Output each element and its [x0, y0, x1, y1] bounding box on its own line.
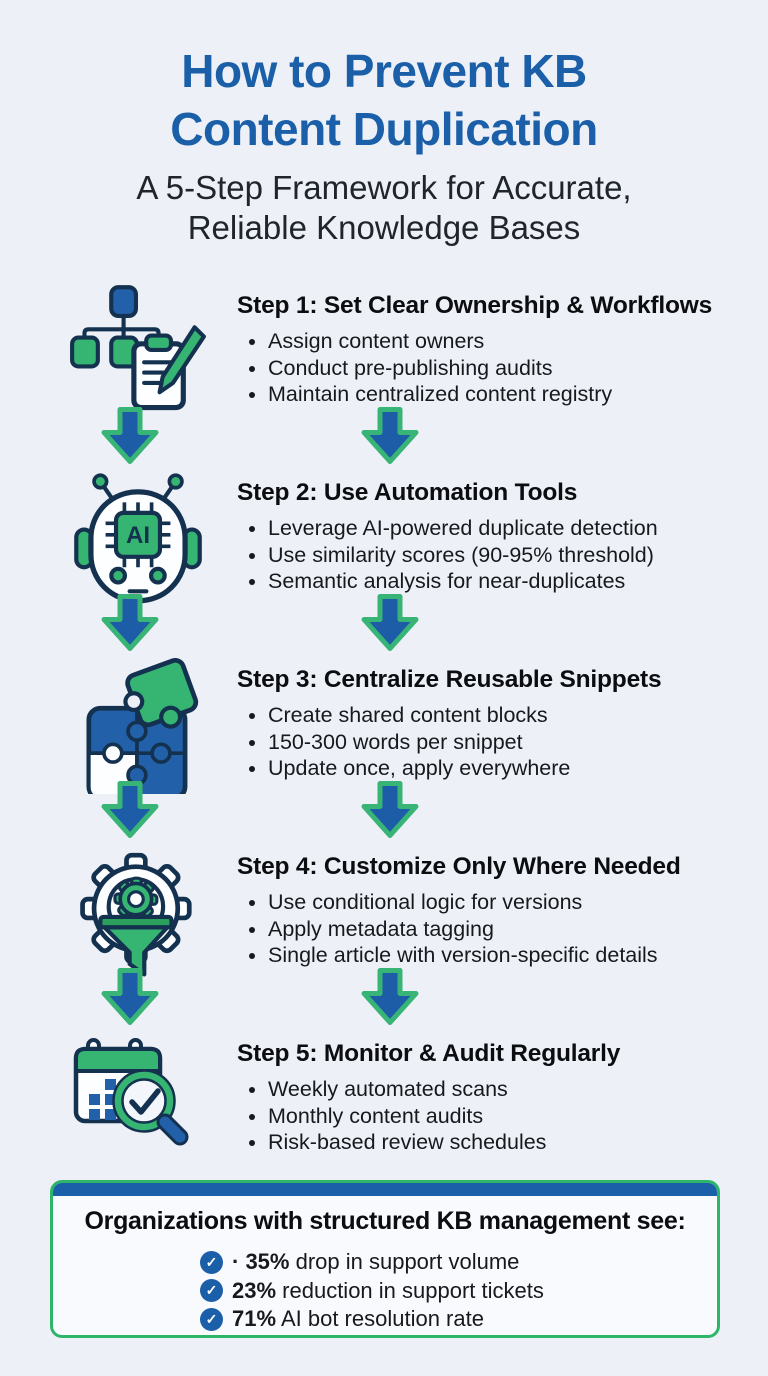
check-circle-icon: ✓: [200, 1307, 223, 1331]
step-content-4: Step 4: Customize Only Where Needed Use …: [237, 853, 752, 969]
ai-robot-icon: AI: [68, 471, 208, 607]
title-line-2: Content Duplication: [170, 103, 598, 155]
arrow-row-1: [0, 407, 768, 465]
step-bullet: Conduct pre-publishing audits: [268, 355, 752, 382]
down-arrow-icon: [361, 407, 419, 464]
down-arrow-icon: [361, 968, 419, 1025]
step-bullet: Apply metadata tagging: [268, 916, 752, 943]
step-bullets-4: Use conditional logic for versions Apply…: [237, 889, 752, 969]
step-bullet: Monthly content audits: [268, 1103, 752, 1130]
step-title-4: Step 4: Customize Only Where Needed: [237, 853, 681, 880]
stat-value: · 35%: [232, 1249, 290, 1275]
step-bullet: Assign content owners: [268, 328, 752, 355]
step-bullet: Semantic analysis for near-duplicates: [268, 568, 752, 595]
down-arrow-icon: [361, 781, 419, 838]
step-content-5: Step 5: Monitor & Audit Regularly Weekly…: [237, 1040, 752, 1156]
step-title-5: Step 5: Monitor & Audit Regularly: [237, 1040, 621, 1067]
step-row-5: Step 5: Monitor & Audit Regularly Weekly…: [0, 1038, 768, 1190]
step-bullet: Weekly automated scans: [268, 1076, 752, 1103]
step-title-3: Step 3: Centralize Reusable Snippets: [237, 666, 662, 693]
step-bullet: Maintain centralized content registry: [268, 381, 752, 408]
org-chart-clipboard-icon: [68, 284, 208, 420]
subtitle-line-2: Reliable Knowledge Bases: [187, 209, 581, 246]
stats-heading: Organizations with structured KB managem…: [84, 1207, 686, 1235]
down-arrow-icon: [101, 781, 159, 838]
step-bullets-2: Leverage AI-powered duplicate detection …: [237, 515, 752, 595]
title-line-1: How to Prevent KB: [181, 45, 587, 97]
calendar-magnifier-icon: [68, 1032, 208, 1168]
step-title-2: Step 2: Use Automation Tools: [237, 479, 578, 506]
step-content-2: Step 2: Use Automation Tools Leverage AI…: [237, 479, 752, 595]
step-bullet: Update once, apply everywhere: [268, 755, 752, 782]
down-arrow-icon: [101, 968, 159, 1025]
arrow-row-3: [0, 781, 768, 839]
gear-funnel-icon: [68, 851, 208, 987]
arrow-row-4: [0, 968, 768, 1026]
stat-label: drop in support volume: [289, 1249, 520, 1275]
step-content-1: Step 1: Set Clear Ownership & Workflows …: [237, 292, 752, 408]
subtitle-line-1: A 5-Step Framework for Accurate,: [136, 169, 632, 206]
step-bullet: Risk-based review schedules: [268, 1129, 752, 1156]
stat-item: ✓ 23% reduction in support tickets: [200, 1277, 717, 1306]
stats-box-top-bar: [53, 1183, 717, 1196]
step-bullet: 150-300 words per snippet: [268, 729, 752, 756]
step-bullet: Leverage AI-powered duplicate detection: [268, 515, 752, 542]
stat-label: reduction in support tickets: [276, 1277, 544, 1303]
stat-item: ✓ 71% AI bot resolution rate: [200, 1305, 717, 1334]
stat-item: ✓ · 35% drop in support volume: [200, 1248, 717, 1277]
step-content-3: Step 3: Centralize Reusable Snippets Cre…: [237, 666, 752, 782]
stat-value: 71%: [232, 1306, 277, 1332]
down-arrow-icon: [101, 407, 159, 464]
stat-label: AI bot resolution rate: [276, 1306, 484, 1332]
step-bullet: Use conditional logic for versions: [268, 889, 752, 916]
step-row-1: Step 1: Set Clear Ownership & Workflows …: [0, 285, 768, 442]
step-bullet: Create shared content blocks: [268, 702, 752, 729]
stats-list: ✓ · 35% drop in support volume ✓ 23% red…: [200, 1248, 717, 1334]
down-arrow-icon: [361, 594, 419, 651]
page-subtitle: A 5-Step Framework for Accurate, Reliabl…: [0, 168, 768, 248]
step-bullets-3: Create shared content blocks 150-300 wor…: [237, 702, 752, 782]
check-circle-icon: ✓: [200, 1279, 223, 1303]
step-row-2: AI Step 2: Use Automation Tools Leverage…: [0, 473, 768, 629]
step-bullets-5: Weekly automated scans Monthly content a…: [237, 1076, 752, 1156]
puzzle-pieces-icon: [68, 658, 208, 794]
arrow-row-2: [0, 594, 768, 652]
down-arrow-icon: [101, 594, 159, 651]
stat-value: 23%: [232, 1277, 277, 1303]
step-title-1: Step 1: Set Clear Ownership & Workflows: [237, 292, 713, 319]
step-row-4: Step 4: Customize Only Where Needed Use …: [0, 851, 768, 1003]
ai-chip-label: AI: [126, 522, 150, 549]
page-title: How to Prevent KB Content Duplication: [0, 42, 768, 158]
check-circle-icon: ✓: [200, 1250, 223, 1274]
step-bullet: Use similarity scores (90-95% threshold): [268, 542, 752, 569]
stats-box: Organizations with structured KB managem…: [50, 1180, 720, 1338]
step-bullet: Single article with version-specific det…: [268, 942, 752, 969]
step-bullets-1: Assign content owners Conduct pre-publis…: [237, 328, 752, 408]
